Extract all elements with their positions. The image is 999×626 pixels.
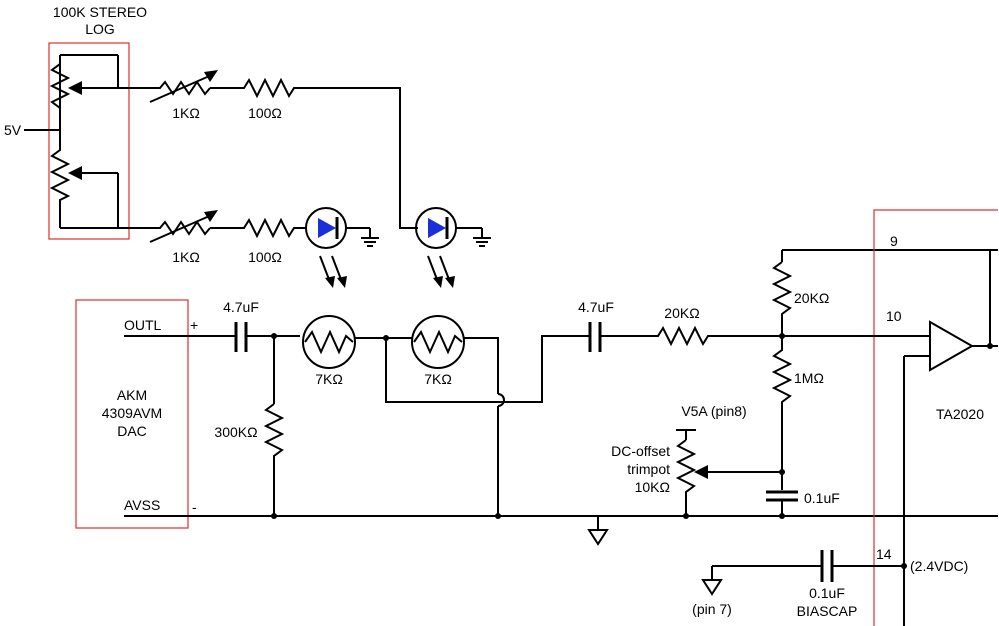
input-cap-label: 4.7uF [223,299,259,315]
fixed-resistor-bottom-label: 100Ω [248,249,282,265]
fixed-resistor-top-label: 100Ω [248,105,282,121]
pot-label-line2: LOG [85,21,115,37]
trimpot-label-line2: trimpot [627,461,670,477]
bias-resistor-label: 1MΩ [794,370,824,386]
potentiometer-highlight-box [48,42,130,240]
trimpot-label-line1: DC-offset [611,443,670,459]
wiper-arrow-icon [694,465,708,479]
dac-pin-out-label: OUTL [124,317,162,333]
dac-highlight-box [75,299,189,529]
trimpot-label-line3: 10KΩ [635,479,670,495]
trimpot-supply-label: V5A (pin8) [681,403,746,419]
ground-icon [587,529,609,546]
var-resistor-top-label: 1KΩ [172,105,200,121]
shunt-resistor-label: 300KΩ [214,424,257,440]
supply-label: 5V [4,122,22,138]
bias-cap-label: 0.1uF [809,585,845,601]
amp-pin14-label: 14 [876,546,892,562]
amp-pin9-label: 9 [890,233,898,249]
ldr-2 [386,315,505,516]
bias-capacitor [701,550,904,596]
output-cap-label: 4.7uF [578,299,614,315]
ground-icon [701,579,723,596]
wiper-arrow-icon [68,166,82,180]
feedback-resistor-label: 20KΩ [794,290,829,306]
led-2 [415,207,492,288]
dac-pin-out-sign: + [190,317,198,333]
trimpot [675,429,782,516]
var-resistor-bottom-label: 1KΩ [172,249,200,265]
led-1 [305,207,380,288]
stereo-potentiometer [24,42,155,240]
amplifier-block [782,209,998,626]
amplifier-highlight-box [873,209,998,626]
dac-name-line2: 4309AVM [102,405,162,421]
biascap-label: BIASCAP [797,603,858,619]
dac-pin-gnd-sign: - [192,499,197,515]
dac-pin-gnd-label: AVSS [124,497,160,513]
wiper-arrow-icon [68,81,82,95]
top-attenuator-chain [149,70,418,229]
led-icon [428,218,446,238]
amp-pin10-label: 10 [886,308,902,324]
dac-name-line3: DAC [117,423,147,439]
feedback-resistor [771,249,998,336]
input-capacitor [228,322,300,352]
ground-bus [124,513,998,546]
led-icon [318,218,336,238]
series-resistor [654,325,782,347]
series-resistor-label: 20KΩ [664,305,699,321]
ldr1-label: 7KΩ [315,371,343,387]
bottom-attenuator-chain [149,210,306,243]
ldr2-label: 7KΩ [424,371,452,387]
shunt-resistor [263,336,285,516]
crossover-wire [385,335,582,403]
amp-pin14-voltage: (2.4VDC) [910,558,968,574]
output-capacitor [582,322,654,352]
pot-label-line1: 100K STEREO [53,4,147,20]
ground-pin-label: (pin 7) [692,601,732,617]
offset-cap-label: 0.1uF [804,490,840,506]
amp-name-label: TA2020 [936,406,984,422]
dac-block [75,299,228,529]
ldr-1 [302,315,386,369]
dac-name-line1: AKM [117,387,147,403]
bias-resistor [771,336,793,472]
offset-capacitor [766,472,798,516]
amplifier-triangle-icon [929,320,975,372]
